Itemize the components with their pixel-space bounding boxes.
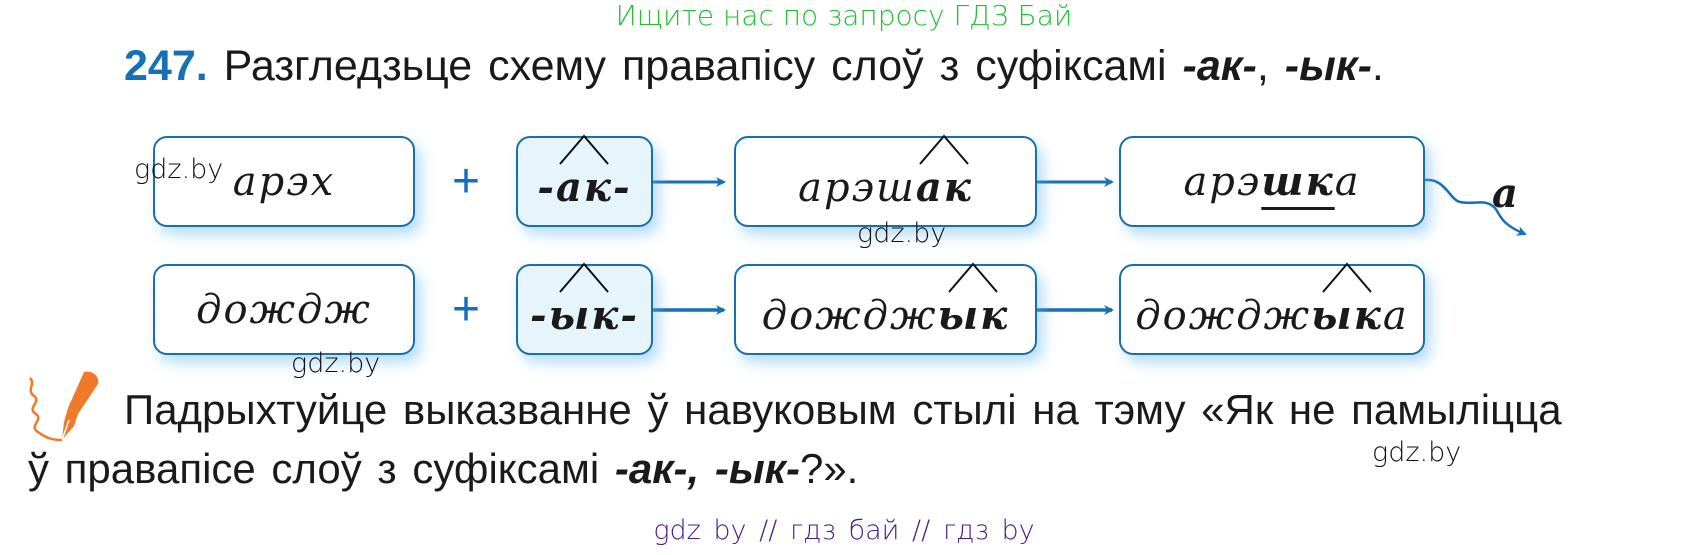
underlined-part: шк: [1261, 158, 1335, 205]
suffix-hat-icon: [559, 262, 610, 293]
word-suffix: ык: [1311, 262, 1383, 339]
suffix-ak-label: -ак-: [1182, 42, 1257, 90]
task-text: ў правапісе слоў з суфіксамі: [28, 445, 615, 492]
final-box-areshka: арэшка: [1119, 136, 1425, 227]
suffix-hat-icon: [948, 262, 999, 293]
final-word: арэшка: [1183, 158, 1360, 205]
watermark: gdz.by: [134, 154, 224, 185]
period: .: [1371, 42, 1384, 90]
suffix-hat-icon: [919, 134, 970, 165]
footer-watermark: gdz by // гдз бай // гдз by: [653, 515, 1035, 546]
suffix-text: -ык-: [530, 292, 639, 339]
word-ending: а: [1334, 159, 1361, 205]
watermark: gdz.by: [857, 218, 947, 249]
task-line-1: Падрыхтуйце выказванне ў навуковым стылі…: [124, 386, 1562, 433]
word-base: дождж: [761, 293, 938, 339]
root-word: дождж: [196, 286, 372, 333]
plus-sign: +: [452, 283, 481, 336]
root-box-arekh: арэх: [153, 136, 415, 227]
suffix-yk-label: -ык-: [714, 445, 800, 492]
exercise-title-text: Разгледзьце схему правапісу слоў з суфік…: [223, 42, 1183, 90]
exercise-number: 247.: [124, 42, 208, 90]
word-base: арэ: [1183, 159, 1262, 205]
search-banner: Ищите нас по запросу ГДЗ Бай: [615, 0, 1073, 32]
watermark: gdz.by: [291, 348, 381, 379]
root-word: арэх: [232, 158, 336, 205]
word-base: арэш: [798, 165, 916, 211]
suffix-part: ык: [1311, 292, 1383, 339]
wavy-arrow: [1424, 178, 1527, 236]
ending-a-label: а: [1492, 170, 1520, 217]
task-line-2: ў правапісе слоў з суфіксамі -ак-, -ык-?…: [28, 441, 858, 497]
suffix-part: ак: [915, 164, 973, 211]
suffix-hat-icon: [1322, 262, 1372, 293]
pen-writing-icon: [28, 371, 99, 442]
plus-sign: +: [452, 155, 481, 208]
suffix-text: -ак-: [537, 164, 632, 211]
comma: ,: [687, 445, 715, 492]
watermark: gdz.by: [1372, 437, 1462, 468]
suffix-box-yk: -ык-: [516, 262, 653, 355]
suffix-yk-label: -ык-: [1284, 42, 1372, 90]
suffix-word: -ык-: [530, 262, 639, 339]
root-box-dozhdzh: дождж: [153, 264, 415, 355]
exercise-title: 247. Разгледзьце схему правапісу слоў з …: [124, 40, 1384, 92]
task-end: ?».: [799, 445, 859, 492]
suffix-part: ык: [937, 292, 1010, 339]
word-suffix: ак: [915, 134, 973, 211]
word-base: дождж: [1135, 293, 1312, 339]
word-suffix: ык: [937, 262, 1010, 339]
suffix-ak-label: -ак-: [614, 445, 688, 492]
word-ending: а: [1382, 293, 1409, 339]
suffix-hat-icon: [559, 134, 610, 165]
suffix-box-ak: -ак-: [516, 134, 653, 227]
suffix-word: -ак-: [537, 134, 632, 211]
comma: ,: [1256, 42, 1285, 90]
